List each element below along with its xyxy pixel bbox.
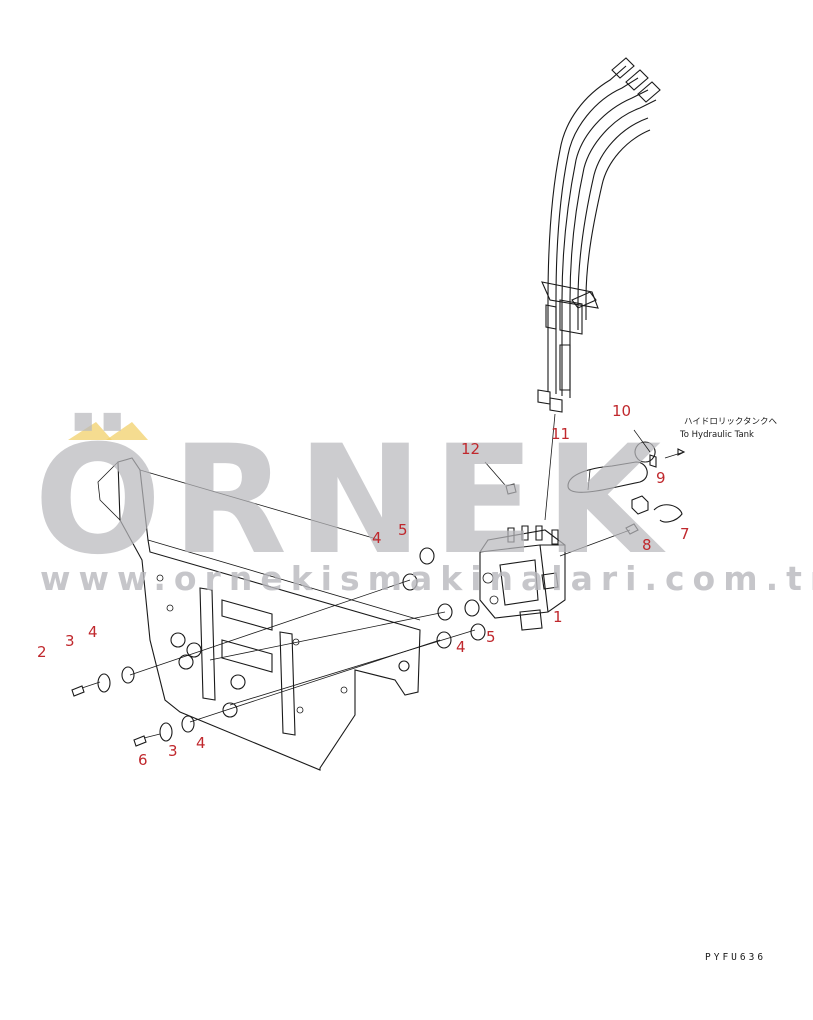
- callout-4b: 4: [196, 734, 206, 752]
- callout-8: 8: [642, 536, 652, 554]
- watermark-umlaut-left: [68, 422, 112, 440]
- drawing-code: PYFU636: [705, 952, 766, 963]
- tank-label-japanese: ハイドロリックタンクへ: [684, 417, 777, 427]
- fitting-12: [505, 483, 517, 495]
- callout-12: 12: [461, 440, 480, 458]
- callout-4d: 4: [456, 638, 466, 656]
- callout-9: 9: [656, 469, 666, 487]
- watermark: ÖRNEK www.ornekismakinalari.com.tr: [34, 412, 813, 598]
- callout-10: 10: [612, 402, 631, 420]
- control-valve: [479, 525, 566, 631]
- return-hose: [559, 441, 686, 557]
- callout-3b: 3: [168, 742, 178, 760]
- callout-5a: 5: [398, 521, 408, 539]
- watermark-umlaut-right: [106, 422, 148, 440]
- hose-bundle: [537, 57, 661, 521]
- callout-5b: 5: [486, 628, 496, 646]
- callout-11: 11: [551, 425, 570, 443]
- tank-label-english: To Hydraulic Tank: [679, 430, 754, 440]
- callout-4a: 4: [88, 623, 98, 641]
- callout-2: 2: [37, 643, 47, 661]
- watermark-brand: ÖRNEK: [34, 412, 671, 588]
- hardware-stack: [71, 547, 486, 747]
- callout-7: 7: [680, 525, 690, 543]
- watermark-url: www.ornekismakinalari.com.tr: [40, 559, 813, 598]
- callout-1: 1: [553, 608, 563, 626]
- callout-4c: 4: [372, 529, 382, 547]
- callout-3a: 3: [65, 632, 75, 650]
- callout-6: 6: [138, 751, 148, 769]
- mounting-bracket: [97, 457, 421, 771]
